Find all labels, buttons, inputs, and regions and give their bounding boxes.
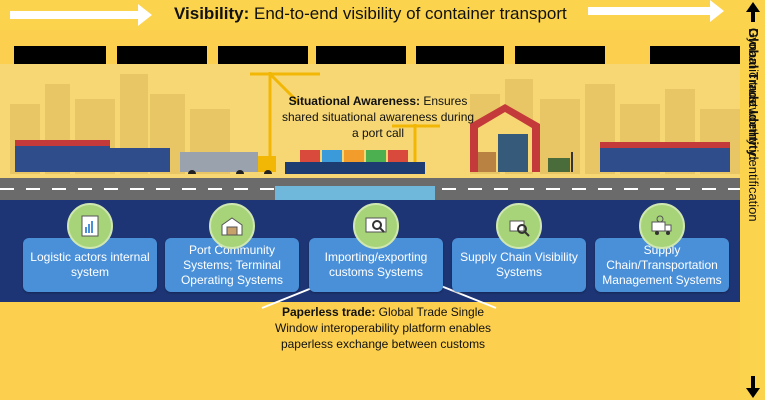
black-tab <box>416 46 504 65</box>
system-label: Supply Chain/Transportation Management S… <box>602 242 722 287</box>
visibility-bold: Visibility: <box>174 4 250 23</box>
warehouse-icon <box>209 203 255 249</box>
port-scene-illustration <box>10 72 740 174</box>
black-tab <box>218 46 308 65</box>
situational-awareness-label: Situational Awareness: Ensures shared si… <box>278 93 478 141</box>
situational-bold: Situational Awareness: <box>288 94 420 108</box>
visibility-title: Visibility: End-to-end visibility of con… <box>174 4 567 24</box>
visibility-arrow-right <box>588 0 724 22</box>
identity-text: Dynamic trustworthy identification <box>746 28 761 222</box>
identity-arrow-shaft-top <box>751 10 755 22</box>
paperless-text: Global Trade Single Window interoperabil… <box>274 305 492 351</box>
identity-arrow-shaft-bottom <box>751 376 755 388</box>
system-label: Logistic actors internal system <box>30 250 150 279</box>
black-tab <box>14 46 106 65</box>
visibility-arrow-left <box>10 4 152 26</box>
search-truck-icon <box>496 203 542 249</box>
paperless-trade-label: Paperless trade: Global Trade Single Win… <box>268 304 498 352</box>
identity-arrow-up-icon <box>746 2 760 12</box>
system-label: Supply Chain Visibility Systems <box>460 250 578 279</box>
system-label: Port Community Systems; Terminal Operati… <box>180 242 284 287</box>
paperless-bold: Paperless trade: <box>281 305 376 319</box>
black-tab <box>515 46 605 65</box>
document-chart-icon <box>67 203 113 249</box>
delivery-truck-icon <box>639 203 685 249</box>
identity-bold: Global Trade Identity: <box>746 28 761 161</box>
system-box-port-community: Port Community Systems; Terminal Operati… <box>165 238 299 292</box>
identity-arrow-down-icon <box>746 388 760 398</box>
harbor-water <box>275 186 435 200</box>
situational-text: Ensures shared situational awareness dur… <box>281 94 475 140</box>
system-box-logistic-actors: Logistic actors internal system <box>23 238 157 292</box>
black-tab <box>316 46 406 65</box>
identity-strip <box>740 0 765 400</box>
customs-inspection-icon <box>353 203 399 249</box>
visibility-text: End-to-end visibility of container trans… <box>249 4 567 23</box>
black-tab <box>650 46 740 65</box>
global-trade-identity-label: Global Trade Identity: Dynamic trustwort… <box>746 28 762 368</box>
black-tab <box>117 46 207 65</box>
system-box-supply-chain-visibility: Supply Chain Visibility Systems <box>452 238 586 292</box>
system-label: Importing/exporting customs Systems <box>324 250 428 279</box>
